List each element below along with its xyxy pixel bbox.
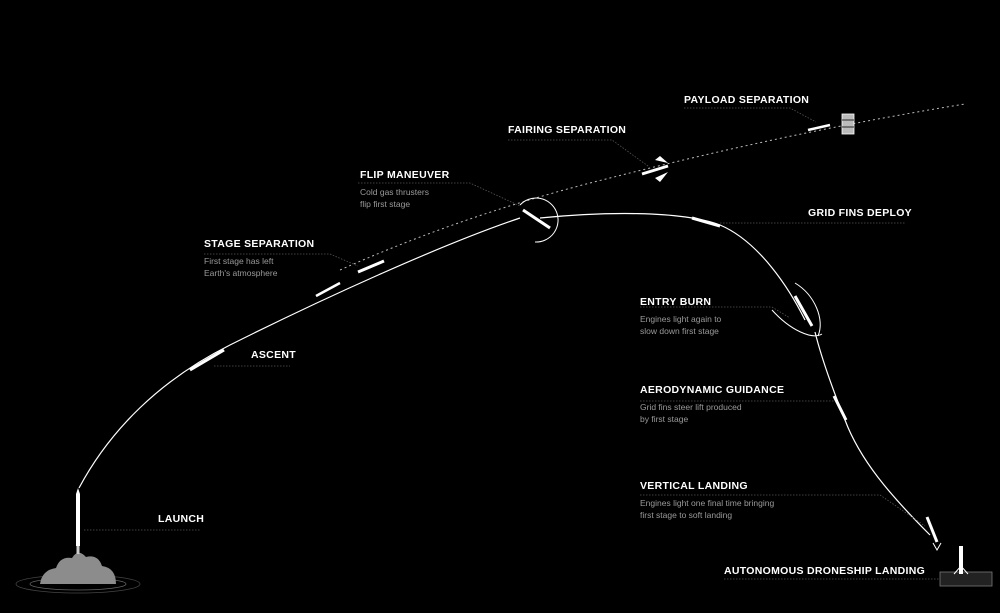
stage-separation-title: STAGE SEPARATION [204,238,315,250]
flip-maneuver-desc: Cold gas thrusters flip first stage [360,187,429,209]
stage-separation-desc: First stage has left Earth's atmosphere [204,256,278,278]
payload-satellite-icon [807,113,855,135]
droneship-landing-label: AUTONOMOUS DRONESHIP LANDING [724,565,925,578]
droneship-landing-title: AUTONOMOUS DRONESHIP LANDING [724,565,926,577]
launch-title: LAUNCH [158,513,205,525]
aerodynamic-guidance-label: AERODYNAMIC GUIDANCE Grid fins steer lif… [640,384,784,425]
ascent-title: ASCENT [251,349,296,361]
payload-separation-title: PAYLOAD SEPARATION [684,94,810,106]
payload-separation-label: PAYLOAD SEPARATION [684,94,809,107]
flip-maneuver-icon [519,197,559,243]
vertical-landing-desc: Engines light one final time bringing fi… [640,498,775,520]
aerodynamic-guidance-desc: Grid fins steer lift produced by first s… [640,402,742,424]
grid-fins-rocket-icon [691,216,721,228]
fairing-separation-title: FAIRING SEPARATION [508,124,627,136]
grid-fins-deploy-label: GRID FINS DEPLOY [808,207,912,220]
ascent-rocket-icon [189,348,225,372]
leader-lines [84,107,940,580]
aerodynamic-guidance-title: AERODYNAMIC GUIDANCE [640,384,785,396]
flip-maneuver-title: FLIP MANEUVER [360,169,450,181]
ascent-label: ASCENT [251,349,296,362]
fairing-separation-label: FAIRING SEPARATION [508,124,626,137]
stage-separation-label: STAGE SEPARATION First stage has left Ea… [204,238,314,279]
flip-maneuver-label: FLIP MANEUVER Cold gas thrusters flip fi… [360,169,449,210]
vertical-landing-rocket-icon [925,516,942,552]
stage-separation-rocket-icon [315,281,341,298]
entry-burn-desc: Engines light again to slow down first s… [640,314,722,336]
launch-pad-cloud [15,552,141,594]
entry-burn-icon [771,282,823,337]
vertical-landing-label: VERTICAL LANDING Engines light one final… [640,480,774,521]
fairing-separation-icon [641,156,669,182]
entry-burn-label: ENTRY BURN Engines light again to slow d… [640,296,721,337]
aerodynamic-rocket-icon [832,395,848,421]
rocket-on-pad [76,488,80,554]
second-stage-trajectory-dotted [339,103,966,271]
descent-trajectory-line [814,331,931,536]
droneship-icon [939,546,993,587]
second-stage-icon [357,259,385,274]
grid-fins-deploy-title: GRID FINS DEPLOY [808,207,912,219]
launch-label: LAUNCH [158,513,204,526]
vertical-landing-title: VERTICAL LANDING [640,480,748,492]
ascent-trajectory-line [78,217,521,489]
entry-burn-title: ENTRY BURN [640,296,712,308]
